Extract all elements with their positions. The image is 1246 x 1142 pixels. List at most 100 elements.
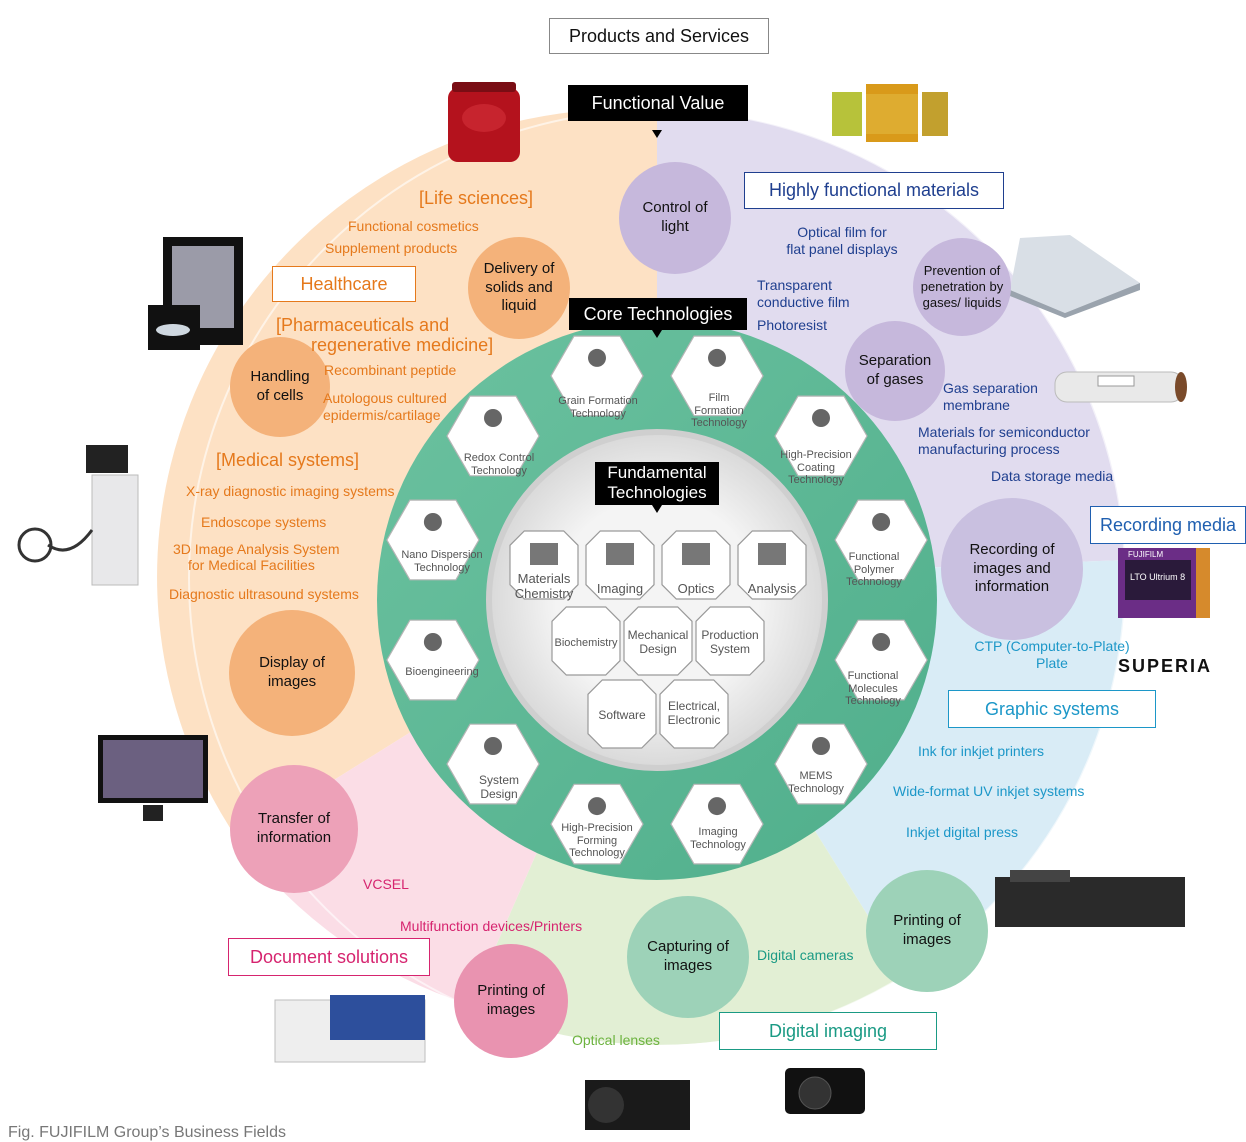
graphic-heading-text: Graphic systems	[984, 699, 1120, 719]
grain-icon	[588, 348, 606, 367]
data-storage-label: Data storage media	[991, 468, 1114, 484]
analysis-icon	[758, 543, 786, 565]
circle-control-of-light: Control of light	[619, 162, 731, 274]
polymer-icon	[872, 513, 891, 531]
supplement-label: Supplement products	[325, 240, 458, 256]
graphic-heading: Graphic systems	[948, 690, 1156, 728]
healthcare-heading-text: Healthcare	[300, 274, 388, 294]
ink-label: Ink for inkjet printers	[918, 743, 1045, 759]
superia-logo: SUPERIA	[1118, 656, 1213, 676]
recombinant-label: Recombinant peptide	[324, 362, 457, 378]
circle-display-images: Display of images	[229, 610, 355, 736]
prevention-text: Prevention of penetration by gases/ liqu…	[920, 262, 1004, 311]
functional-value-label: Functional Value	[568, 85, 748, 121]
circle-recording: Recording of images and information	[941, 498, 1083, 640]
hexagon-redox	[446, 395, 540, 477]
gas-separation-label-line1: Gas separation	[943, 380, 1038, 396]
hexagon-forming	[550, 783, 644, 865]
circle-delivery: Delivery of solids and liquid	[468, 237, 570, 339]
pharma-label-line2: regenerative medicine]	[311, 335, 494, 355]
cosmetic-jar-illustration	[448, 82, 520, 162]
ctp-label-line1: CTP (Computer-to-Plate)	[974, 638, 1130, 654]
digital-imaging-heading: Digital imaging	[719, 1012, 937, 1050]
octagon-mechanical	[623, 606, 693, 676]
inkjet-press-label: Inkjet digital press	[906, 824, 1019, 840]
document-heading-text: Document solutions	[249, 947, 409, 967]
hexagon-coating	[774, 395, 868, 477]
hexagon-film	[670, 335, 764, 417]
capturing-text: Capturing of images	[647, 938, 729, 974]
hexagon-bio	[386, 619, 480, 701]
fundamental-technologies-text: Fundamental Technologies	[607, 463, 707, 502]
semiconductor-label-line2: manufacturing process	[918, 441, 1060, 457]
hexagon-imaging	[670, 783, 764, 865]
endoscope-label: Endoscope systems	[201, 514, 327, 530]
medical-systems-label: [Medical systems]	[216, 450, 360, 470]
materials-chemistry-icon	[530, 543, 558, 565]
ultrasound-label: Diagnostic ultrasound systems	[169, 586, 359, 602]
materials-heading: Highly functional materials	[744, 172, 1004, 209]
tape-model-text: LTO Ultrium 8	[1130, 572, 1186, 582]
recording-media-heading: Recording media	[1090, 506, 1246, 544]
optical-film-label-line2: flat panel displays	[786, 241, 898, 257]
hexagon-nano	[386, 499, 480, 581]
display-images-text: Display of images	[259, 654, 325, 690]
optical-lenses-label: Optical lenses	[572, 1032, 660, 1048]
optics-icon	[682, 543, 710, 565]
film-icon	[708, 348, 726, 367]
life-sciences-label: [Life sciences]	[419, 188, 534, 208]
mfd-label: Multifunction devices/Printers	[400, 918, 583, 934]
gas-separation-label-line2: membrane	[943, 397, 1010, 413]
circle-prevention: Prevention of penetration by gases/ liqu…	[913, 238, 1011, 336]
fund-imaging: Imaging	[596, 581, 644, 596]
image3d-label-line2: for Medical Facilities	[188, 557, 315, 573]
inkjet-press-illustration	[995, 870, 1185, 927]
bio-icon	[423, 633, 442, 651]
redox-icon	[484, 409, 502, 427]
imaging-icon	[708, 797, 726, 816]
lto-tape-illustration	[1118, 548, 1210, 618]
fund-software: Software	[598, 708, 646, 722]
autologous-label-line2: epidermis/cartilage	[323, 407, 441, 423]
autologous-label-line1: Autologous cultured	[323, 390, 447, 406]
hexagon-polymer	[834, 499, 928, 581]
separation-text: Separation of gases	[858, 352, 932, 388]
coating-icon	[812, 409, 830, 427]
octagon-software	[587, 679, 657, 749]
circle-separation: Separation of gases	[845, 321, 945, 421]
digital-imaging-heading-text: Digital imaging	[768, 1021, 888, 1041]
delivery-text: Delivery of solids and liquid	[483, 259, 555, 315]
products-services-text: Products and Services	[568, 26, 750, 46]
broadcast-lens-illustration	[585, 1080, 690, 1130]
xray-label: X-ray diagnostic imaging systems	[186, 483, 395, 499]
handling-cells-text: Handling of cells	[250, 368, 310, 404]
molecules-icon	[872, 633, 891, 651]
fund-biochemistry: Biochemistry	[554, 637, 618, 649]
optical-film-label-line1: Optical film for	[797, 224, 887, 240]
transfer-info-text: Transfer of information	[256, 810, 332, 846]
mems-icon	[812, 737, 830, 755]
semiconductor-label-line1: Materials for semiconductor	[918, 424, 1090, 440]
digital-camera-illustration	[785, 1068, 865, 1114]
circle-handling-cells: Handling of cells	[230, 337, 330, 437]
products-services-label: Products and Services	[549, 18, 769, 54]
endoscope-system-illustration	[17, 445, 139, 586]
photoresist-label: Photoresist	[757, 317, 828, 333]
core-tech-bio: Bioengineering	[405, 666, 479, 678]
forming-icon	[588, 797, 606, 816]
circle-transfer-info: Transfer of information	[230, 765, 358, 893]
tape-brand-text: FUJIFILM	[1128, 550, 1164, 559]
figure-caption: Fig. FUJIFILM Group’s Business Fields	[8, 1124, 287, 1141]
hexagon-mems	[774, 723, 868, 805]
printing-right-text: Printing of images	[893, 912, 961, 948]
